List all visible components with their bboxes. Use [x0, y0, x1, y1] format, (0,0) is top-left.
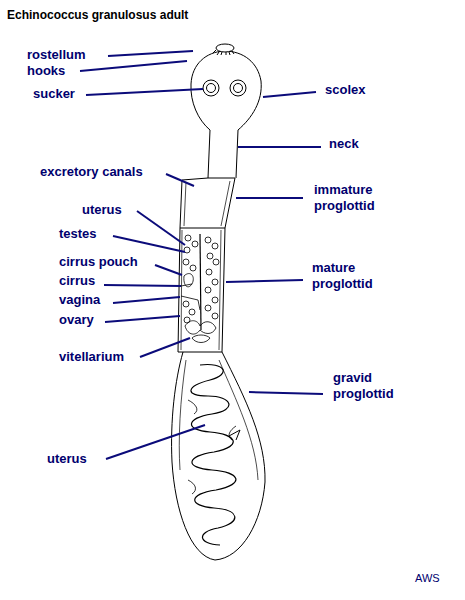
- part-label: immature proglottid: [314, 182, 394, 214]
- leader-line: [86, 89, 203, 95]
- excretory-canal: [179, 360, 258, 480]
- leader-line: [226, 280, 303, 282]
- part-label: vitellarium: [59, 349, 124, 365]
- part-label: ovary: [59, 312, 94, 328]
- excretory-canal: [184, 181, 230, 226]
- part-label: testes: [59, 226, 97, 242]
- leader-line: [105, 316, 180, 322]
- part-label: rostellum: [27, 47, 86, 63]
- leader-line: [249, 392, 323, 394]
- part-label: uterus: [82, 202, 122, 218]
- leader-line: [106, 425, 205, 459]
- hooks-shape: [213, 50, 234, 55]
- gravid-uterus: [191, 365, 236, 545]
- part-label: vagina: [59, 292, 100, 308]
- immature-proglottid-outline: [180, 178, 235, 228]
- leader-line: [155, 265, 182, 275]
- part-label: uterus: [47, 451, 87, 467]
- leader-line: [80, 61, 187, 71]
- part-label: gravid proglottid: [333, 370, 413, 402]
- leader-line: [104, 285, 181, 286]
- testes-dots: [183, 235, 219, 323]
- cirrus-vagina-ducts: [181, 284, 200, 310]
- part-label: cirrus pouch: [59, 254, 138, 270]
- leader-line: [263, 92, 316, 97]
- leader-line: [113, 236, 185, 252]
- leader-line: [166, 174, 194, 186]
- part-label: sucker: [33, 86, 75, 102]
- diagram-title: Echinococcus granulosus adult: [7, 7, 188, 23]
- watermark: AWS: [415, 570, 440, 586]
- leader-line: [108, 51, 193, 56]
- excretory-canal: [181, 230, 221, 350]
- sucker-right: [230, 80, 246, 96]
- neck-outline: [208, 130, 238, 178]
- leader-line: [137, 211, 185, 245]
- sucker-right-inner: [234, 84, 243, 93]
- part-label: mature proglottid: [312, 260, 392, 292]
- part-label: excretory canals: [40, 164, 143, 180]
- leader-line: [236, 197, 303, 199]
- gravid-proglottid-outline: [172, 352, 265, 560]
- part-label: hooks: [27, 63, 65, 79]
- leader-line: [113, 297, 180, 303]
- leader-line: [140, 338, 190, 357]
- worm-body: [172, 44, 265, 560]
- part-label: neck: [329, 136, 359, 152]
- scolex-outline: [191, 51, 261, 130]
- mature-proglottid-outline: [178, 228, 225, 352]
- ovary-shape: [185, 321, 216, 334]
- part-label: cirrus: [59, 273, 95, 289]
- part-label: scolex: [325, 82, 365, 98]
- uterus-branches: [188, 400, 236, 494]
- uterus-stem: [200, 234, 201, 330]
- rostellum-shape: [216, 44, 234, 52]
- genital-pore: [229, 430, 240, 440]
- leader-line: [238, 146, 321, 148]
- sucker-left: [203, 80, 219, 96]
- vitellarium-shape: [192, 335, 210, 343]
- sucker-left-inner: [207, 84, 216, 93]
